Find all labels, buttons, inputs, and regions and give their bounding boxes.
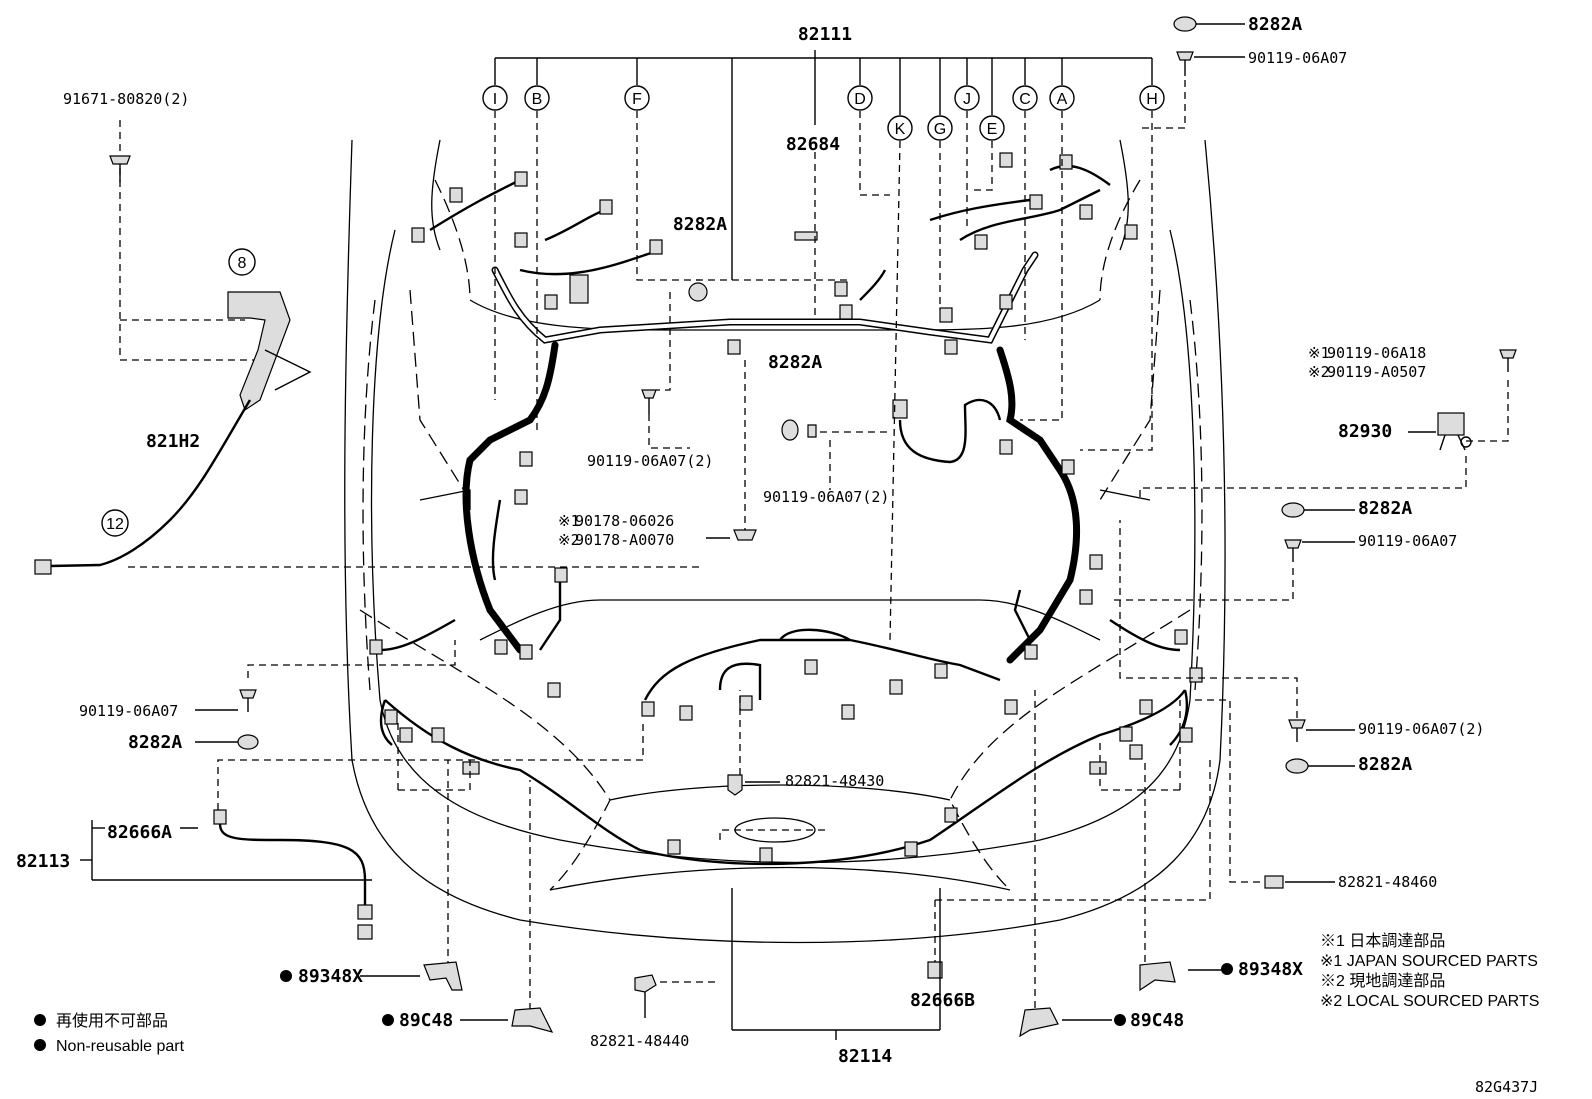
svg-text:I: I bbox=[493, 91, 497, 108]
legend-jp: 再使用不可部品 bbox=[56, 1012, 168, 1030]
svg-text:※2 LOCAL SOURCED PARTS: ※2 LOCAL SOURCED PARTS bbox=[1320, 993, 1539, 1010]
note-mark-2: ※2 bbox=[558, 531, 580, 549]
nonreusable-marks bbox=[280, 963, 1233, 1026]
label-clip-1: 90178-06026 bbox=[575, 512, 674, 530]
label-bolt-tr: 90119-06A07 bbox=[1248, 49, 1347, 67]
diagram-code: 82G437J bbox=[1475, 1078, 1538, 1096]
label-8282A-tl: 8282A bbox=[673, 214, 727, 235]
svg-text:C: C bbox=[1019, 91, 1031, 108]
label-82930: 82930 bbox=[1338, 421, 1392, 442]
part-labels: 82111 82684 8282A 8282A 90119-06A07(2) 9… bbox=[16, 14, 1538, 1096]
label-89348X-right: 89348X bbox=[1238, 959, 1303, 980]
legend: 再使用不可部品 Non-reusable part bbox=[34, 1012, 185, 1055]
svg-text:※1 JAPAN SOURCED PARTS: ※1 JAPAN SOURCED PARTS bbox=[1320, 953, 1538, 970]
center-fasteners bbox=[641, 282, 890, 796]
label-82666A: 82666A bbox=[107, 822, 172, 843]
label-82111: 82111 bbox=[798, 24, 852, 45]
label-89C48-left: 89C48 bbox=[399, 1010, 453, 1031]
label-8282A-r2: 8282A bbox=[1358, 754, 1412, 775]
label-82684: 82684 bbox=[786, 134, 840, 155]
callout-G: G bbox=[927, 115, 953, 141]
svg-text:K: K bbox=[895, 121, 906, 138]
label-82113: 82113 bbox=[16, 851, 70, 872]
clamp-left-icon bbox=[237, 734, 259, 750]
left-fasteners bbox=[195, 640, 456, 750]
label-89348X-left: 89348X bbox=[298, 966, 363, 987]
svg-text:※1 日本調達部品: ※1 日本調達部品 bbox=[1320, 932, 1445, 950]
callout-J: J bbox=[954, 85, 980, 111]
bolt-icon bbox=[109, 155, 131, 182]
label-bolt-r-2: 90119-06A07(2) bbox=[1358, 720, 1484, 738]
engine-harness bbox=[429, 164, 1111, 701]
svg-text:※2 現地調達部品: ※2 現地調達部品 bbox=[1320, 972, 1445, 990]
sourcing-notes: ※1 日本調達部品 ※1 JAPAN SOURCED PARTS ※2 現地調達… bbox=[1320, 932, 1539, 1010]
svg-text:G: G bbox=[934, 121, 946, 138]
right-fasteners bbox=[1110, 349, 1517, 889]
label-clip-2: 90178-A0070 bbox=[575, 531, 674, 549]
sensor-harness-821H2: 8 12 bbox=[34, 120, 700, 575]
label-bolt-91671: 91671-80820(2) bbox=[63, 90, 189, 108]
callout-H: H bbox=[1139, 85, 1165, 111]
top-right-fasteners bbox=[1140, 16, 1245, 129]
svg-text:H: H bbox=[1146, 91, 1158, 108]
label-bolt-r-1: 90119-06A07 bbox=[1358, 532, 1457, 550]
wire-assembly-82113 bbox=[80, 720, 644, 940]
callout-E: E bbox=[979, 115, 1005, 141]
note-mark-1: ※1 bbox=[558, 512, 580, 530]
label-8282A-center: 8282A bbox=[768, 352, 822, 373]
callout-I: I bbox=[482, 85, 508, 111]
svg-text:F: F bbox=[632, 91, 642, 108]
label-bolt-r2: 90119-A0507 bbox=[1327, 363, 1426, 381]
label-8282A-r1: 8282A bbox=[1358, 498, 1412, 519]
connectors bbox=[369, 152, 1203, 863]
callout-leaders bbox=[494, 111, 1153, 641]
label-bolt-center-left: 90119-06A07(2) bbox=[587, 452, 713, 470]
label-82666B: 82666B bbox=[910, 990, 975, 1011]
label-bolt-left: 90119-06A07 bbox=[79, 702, 178, 720]
label-821H2: 821H2 bbox=[146, 431, 200, 452]
label-82821-48430: 82821-48430 bbox=[785, 772, 884, 790]
svg-text:12: 12 bbox=[106, 516, 124, 533]
svg-text:D: D bbox=[854, 91, 866, 108]
label-bolt-center: 90119-06A07(2) bbox=[763, 488, 889, 506]
callout-B: B bbox=[524, 85, 550, 111]
vehicle-body-outline bbox=[344, 139, 1226, 944]
label-82821-48460: 82821-48460 bbox=[1338, 873, 1437, 891]
bumper-dashed-guides bbox=[397, 700, 1181, 791]
label-8282A-tr: 8282A bbox=[1248, 14, 1302, 35]
svg-text:B: B bbox=[532, 91, 543, 108]
bumper-harness bbox=[379, 618, 1189, 866]
note-mark-1b: ※1 bbox=[1308, 344, 1330, 362]
callout-D: D bbox=[847, 85, 873, 111]
svg-text:8: 8 bbox=[238, 255, 247, 272]
callout-C: C bbox=[1012, 85, 1038, 111]
bolt-left-icon bbox=[239, 689, 257, 712]
callout-F: F bbox=[624, 85, 650, 111]
harness-82111-leaders bbox=[494, 50, 1153, 280]
legend-en: Non-reusable part bbox=[56, 1038, 185, 1055]
svg-text:E: E bbox=[987, 121, 998, 138]
svg-text:J: J bbox=[963, 91, 971, 108]
label-89C48-right: 89C48 bbox=[1130, 1010, 1184, 1031]
callout-circles: I B F D K G J E C A H bbox=[482, 85, 1165, 141]
label-8282A-left: 8282A bbox=[128, 732, 182, 753]
label-82821-48440: 82821-48440 bbox=[590, 1032, 689, 1050]
callout-A: A bbox=[1049, 85, 1075, 111]
svg-text:A: A bbox=[1057, 91, 1068, 108]
label-82114: 82114 bbox=[838, 1046, 892, 1067]
callout-K: K bbox=[887, 115, 913, 141]
label-bolt-r1: 90119-06A18 bbox=[1327, 344, 1426, 362]
bottom-fasteners bbox=[360, 690, 1222, 1040]
note-mark-2b: ※2 bbox=[1308, 363, 1330, 381]
